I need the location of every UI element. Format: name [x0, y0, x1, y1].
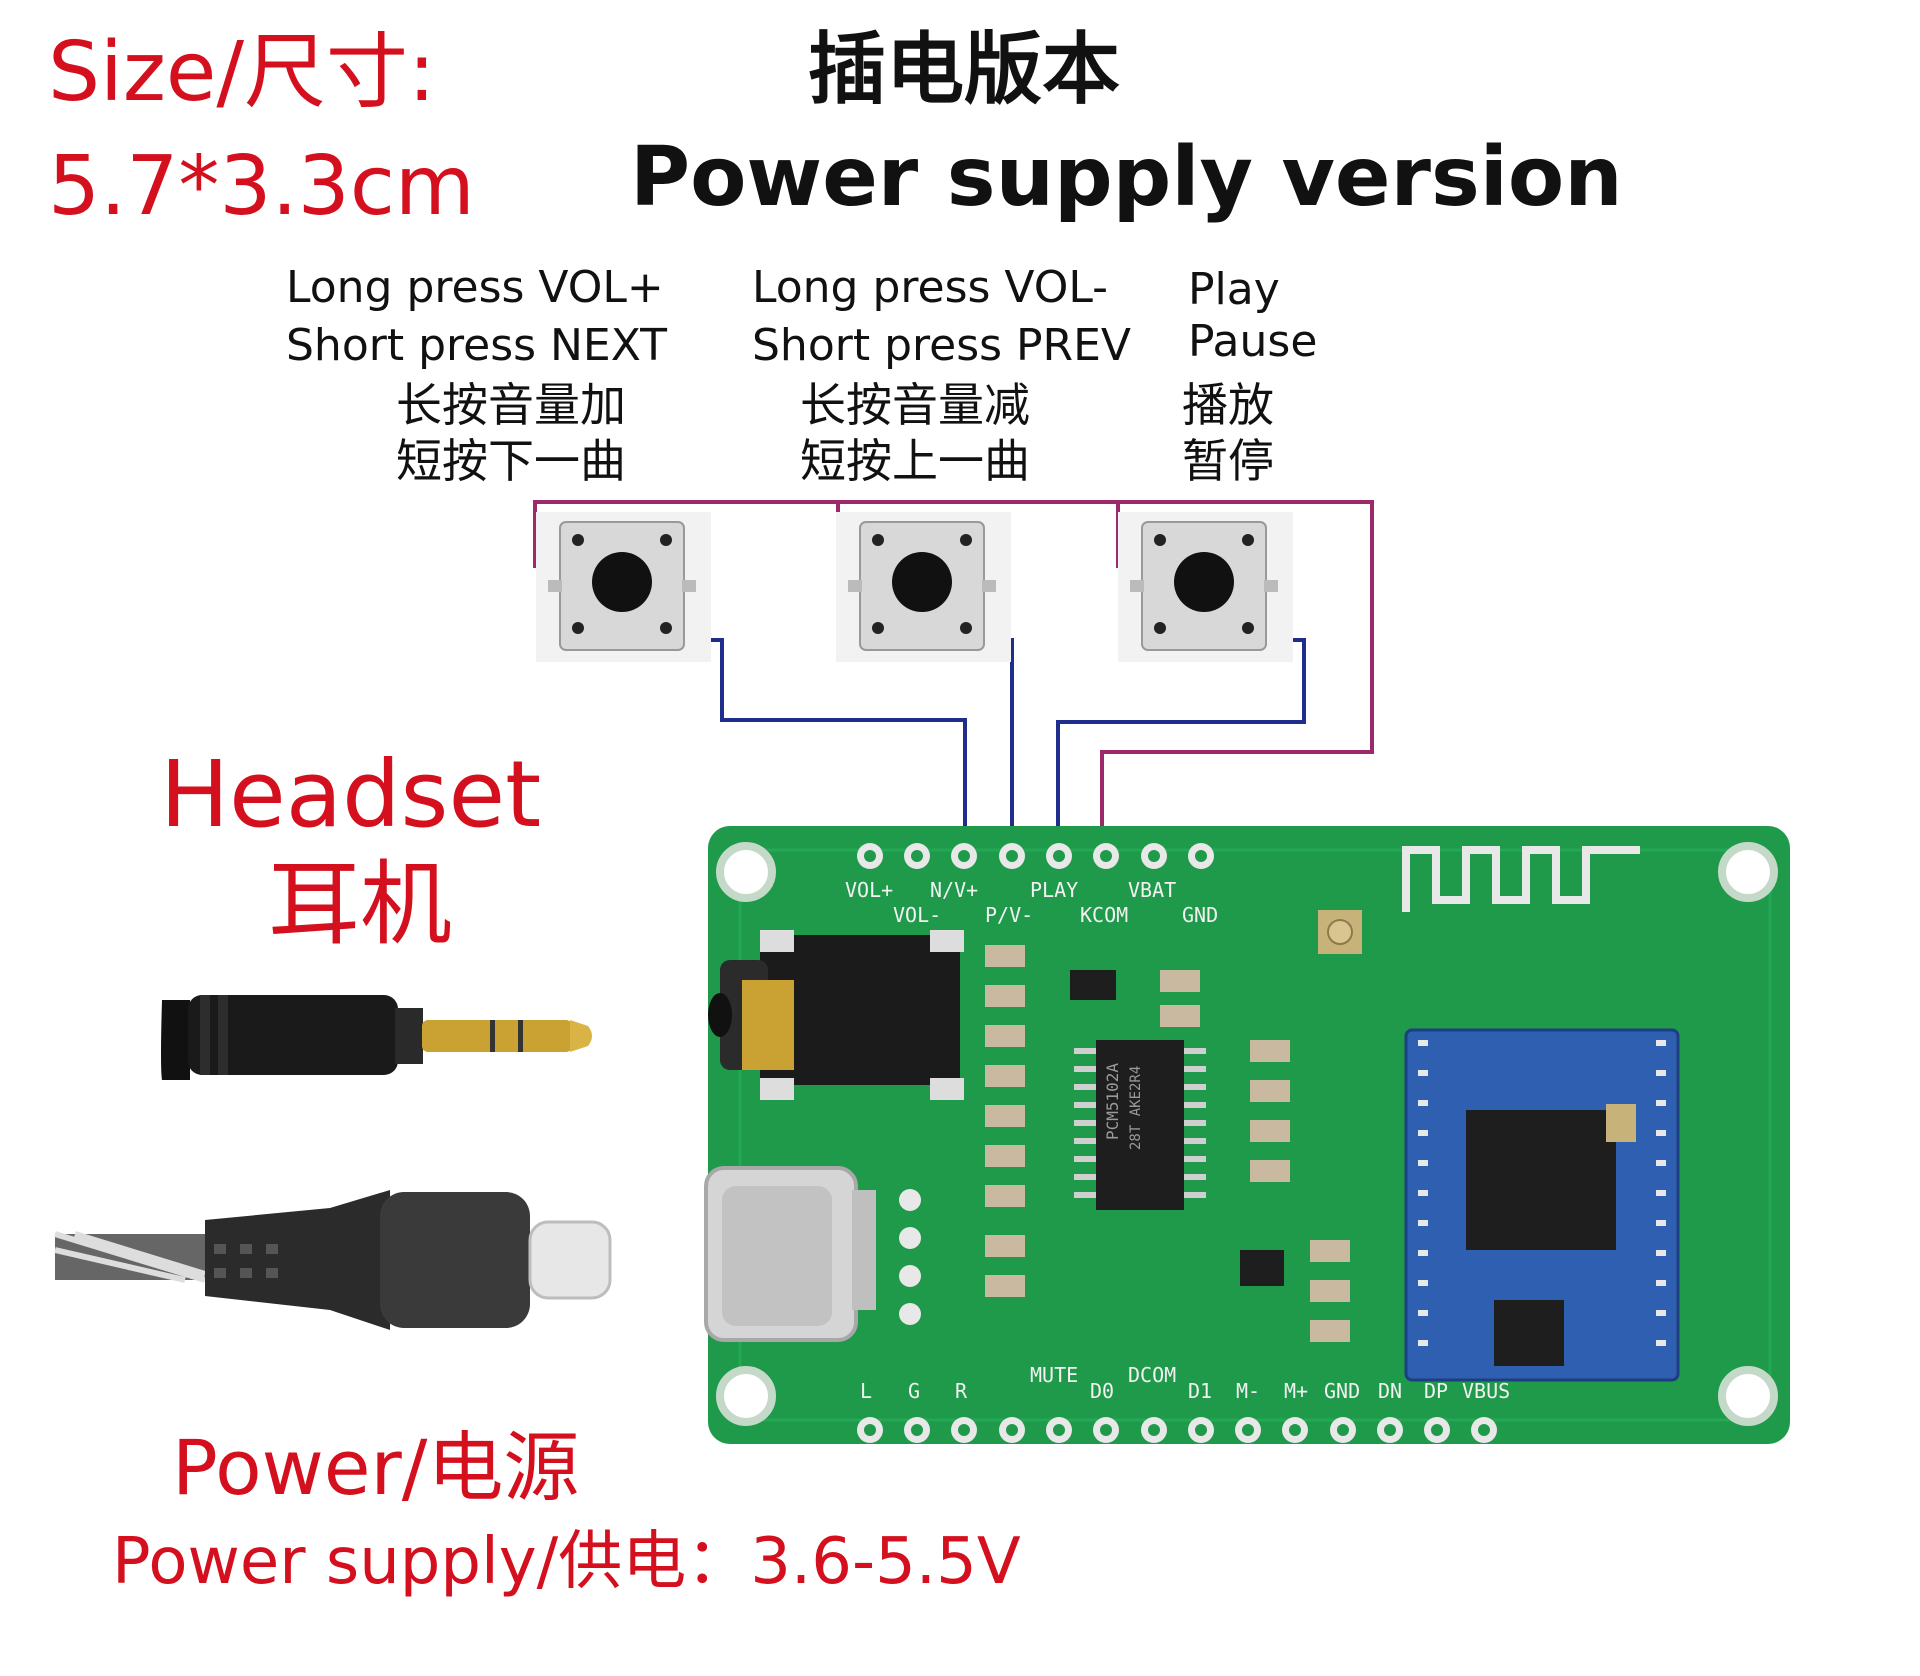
pin-label-vbus: VBUS [1462, 1379, 1510, 1403]
pin-label-m-minus: M- [1236, 1379, 1260, 1403]
button3-label-cn2: 暂停 [1182, 434, 1274, 488]
button3-label-pause: Pause [1188, 316, 1318, 367]
pin-label-dcom: DCOM [1128, 1363, 1176, 1387]
pin-label-nv-plus: N/V+ [930, 878, 978, 902]
button1-label-cn1: 长按音量加 [396, 378, 626, 432]
pin-label-pv-minus: P/V- [985, 903, 1033, 927]
tact-button-2 [836, 512, 1011, 662]
wire-common [533, 500, 1374, 842]
bottom-header-pins [857, 1417, 1497, 1443]
button2-label-long: Long press VOL- [752, 262, 1108, 313]
tact-button-1 [536, 512, 711, 662]
button2-label-short: Short press PREV [752, 320, 1132, 371]
dac-chip-code: 28T AKE2R4 [1128, 1066, 1144, 1150]
pin-label-gnd-bottom: GND [1324, 1379, 1360, 1403]
button2-label-cn1: 长按音量减 [800, 378, 1030, 432]
pin-label-dp: DP [1424, 1379, 1448, 1403]
pcb-board: VOL+ N/V+ PLAY VBAT VOL- P/V- KCOM GND [704, 826, 1790, 1444]
usb-c-port [704, 1166, 876, 1342]
power-label: Power/电源 [172, 1423, 580, 1512]
button3-label-cn1: 播放 [1182, 378, 1274, 432]
headset-plug-icon [161, 995, 592, 1080]
pin-label-d0: D0 [1090, 1379, 1114, 1403]
size-label: Size/尺寸: [48, 25, 436, 120]
usb-c-cable-icon [54, 1190, 612, 1330]
button1-label-cn2: 短按下一曲 [396, 434, 626, 488]
headset-label-cn: 耳机 [268, 851, 453, 958]
headset-label: Headset [160, 741, 542, 848]
power-supply-spec: Power supply/供电：3.6-5.5V [112, 1525, 1021, 1599]
pin-label-g: G [908, 1379, 920, 1403]
pin-label-r: R [955, 1379, 968, 1403]
pin-label-vol-plus: VOL+ [845, 878, 893, 902]
pin-label-gnd-top: GND [1182, 903, 1218, 927]
wire-button3 [1056, 638, 1306, 842]
dac-chip-label: PCM5102A [1103, 1063, 1122, 1140]
button3-label-play: Play [1188, 264, 1280, 315]
button1-label-short: Short press NEXT [286, 320, 667, 371]
bluetooth-module [1404, 1028, 1680, 1382]
pin-label-vbat: VBAT [1128, 878, 1176, 902]
size-value: 5.7*3.3cm [48, 139, 475, 234]
wire-button2 [980, 638, 1014, 842]
pin-label-d1: D1 [1188, 1379, 1212, 1403]
pin-label-m-plus: M+ [1284, 1379, 1308, 1403]
pin-label-dn: DN [1378, 1379, 1402, 1403]
title-chinese: 插电版本 [808, 25, 1121, 115]
wire-button1 [688, 638, 967, 842]
dac-chip: PCM5102A 28T AKE2R4 [1074, 1040, 1206, 1210]
title-english: Power supply version [630, 130, 1623, 225]
headphone-jack [708, 930, 964, 1100]
button2-label-cn2: 短按上一曲 [800, 434, 1030, 488]
pin-label-kcom: KCOM [1080, 903, 1128, 927]
tact-button-3 [1118, 512, 1293, 662]
pin-label-play: PLAY [1030, 878, 1078, 902]
pin-label-mute: MUTE [1030, 1363, 1078, 1387]
pin-label-l: L [860, 1379, 872, 1403]
pin-label-vol-minus: VOL- [893, 903, 941, 927]
button1-label-long: Long press VOL+ [286, 262, 664, 313]
